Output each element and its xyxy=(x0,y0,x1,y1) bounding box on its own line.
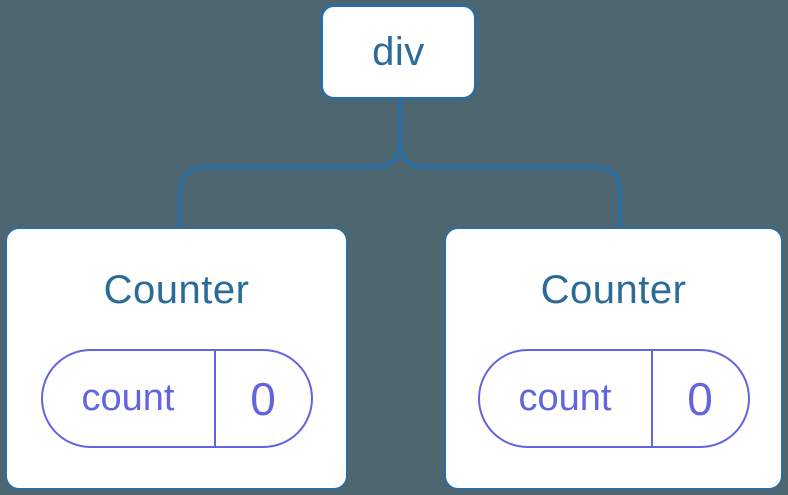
component-name-left: Counter xyxy=(103,268,250,312)
state-value-cell-right: 0 xyxy=(653,351,748,446)
state-value-right: 0 xyxy=(687,372,713,425)
state-key-right: count xyxy=(518,377,612,419)
counter-card-right: Counter count 0 xyxy=(444,227,783,490)
state-key-left: count xyxy=(81,377,175,419)
root-node-div: div xyxy=(320,4,477,100)
component-name-right: Counter xyxy=(540,268,687,312)
state-key-cell-left: count xyxy=(43,351,216,446)
counter-card-left: Counter count 0 xyxy=(5,227,348,490)
connector-left-branch xyxy=(177,99,403,229)
state-value-cell-left: 0 xyxy=(216,351,311,446)
connector-right-branch xyxy=(397,99,623,229)
root-node-label: div xyxy=(372,29,425,74)
state-pill-right: count 0 xyxy=(477,349,750,448)
state-value-left: 0 xyxy=(250,372,276,425)
state-key-cell-right: count xyxy=(480,351,653,446)
state-pill-left: count 0 xyxy=(40,349,313,448)
